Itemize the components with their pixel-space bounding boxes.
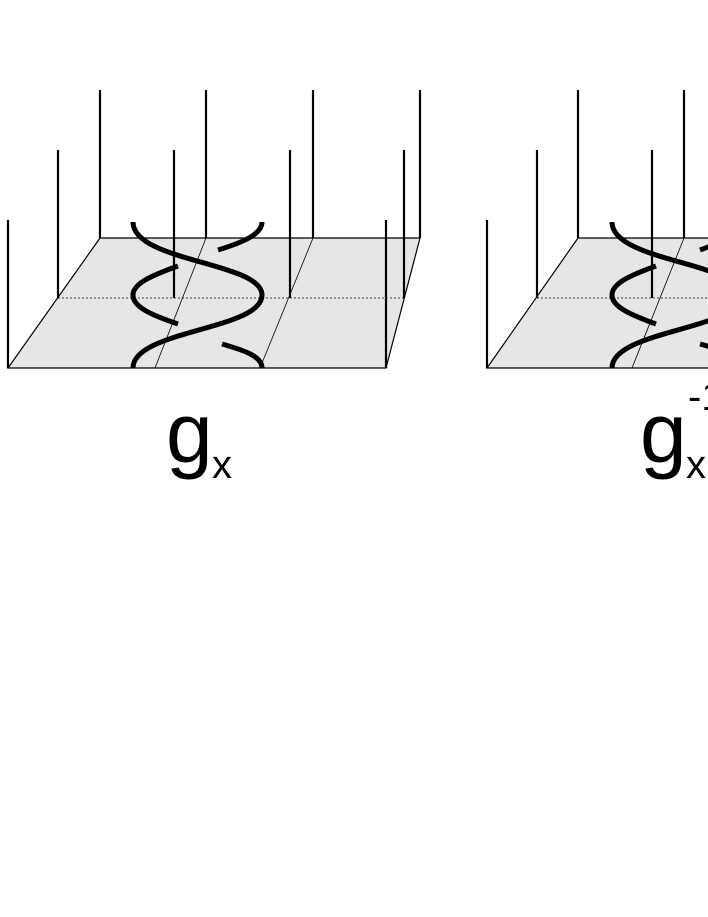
- plane-grid-line: [259, 237, 314, 369]
- panel-label-main: g: [166, 386, 213, 480]
- twist-strand-b-middle: [609, 263, 657, 327]
- twist-strand-b-lower: [699, 341, 708, 349]
- twist-strand-b-middle: [130, 263, 179, 327]
- twist-strand-b-upper: [217, 221, 265, 253]
- twist-strand-a: [609, 221, 708, 369]
- panel-label-subscript: x: [686, 443, 706, 487]
- panel-gx-inverse: g x -1: [485, 90, 708, 487]
- twist-strand-b-upper: [699, 244, 708, 253]
- twist-strand-a: [130, 221, 265, 369]
- panel-label-subscript: x: [212, 443, 232, 487]
- panel-label-main: g: [640, 386, 687, 480]
- twist-strand-b-lower: [221, 341, 265, 369]
- panel-label-superscript: -1: [688, 375, 708, 419]
- base-plane: [485, 237, 708, 369]
- base-plane: [6, 237, 421, 369]
- panel-gx: g x: [6, 90, 422, 487]
